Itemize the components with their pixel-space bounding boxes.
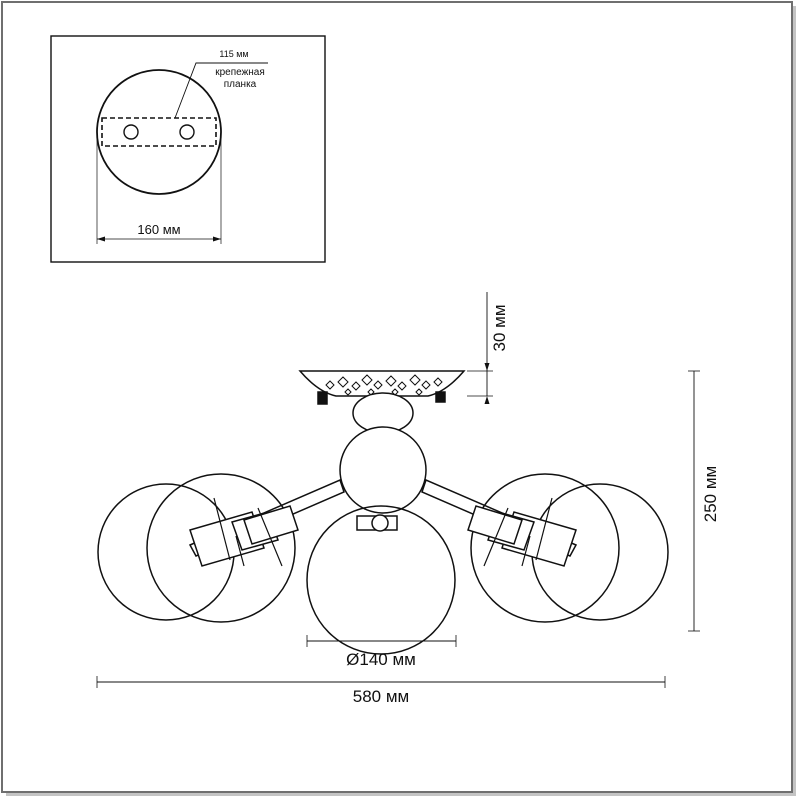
lamp-holder-left	[189, 497, 299, 567]
shade-diameter-label: Ø140 мм	[346, 650, 416, 669]
leader-line	[174, 62, 268, 119]
shade-right	[470, 473, 620, 623]
base-diameter-label: 160 мм	[137, 222, 180, 237]
canopy-foot-right	[435, 391, 446, 403]
canopy	[298, 370, 466, 397]
mount-name-line2: планка	[224, 79, 257, 90]
arrow-canopy-top	[484, 363, 490, 371]
shade-left	[146, 473, 296, 623]
lamp-holder-right	[467, 497, 577, 567]
shade-center	[306, 505, 456, 655]
dimensions-main	[96, 292, 700, 688]
canopy-height-label: 30 мм	[490, 304, 509, 351]
mount-width-label: 115 мм	[219, 49, 248, 59]
inset-frame	[50, 35, 326, 263]
mount-hole-right	[179, 124, 195, 140]
total-height-label: 250 мм	[701, 466, 720, 522]
center-socket	[371, 514, 389, 532]
canopy-foot-left	[317, 391, 328, 405]
total-width-label: 580 мм	[353, 687, 409, 706]
inset-panel: 115 мм крепежная планка 160 мм	[50, 35, 326, 263]
arrow-right	[213, 236, 221, 242]
central-sphere	[339, 426, 427, 514]
arrow-canopy-bottom	[484, 396, 490, 404]
canopy-crystals	[325, 374, 443, 396]
arrow-left	[97, 236, 105, 242]
mount-name-line1: крепежная	[215, 67, 265, 78]
mounting-plate-dashed	[101, 117, 217, 147]
luminaire	[97, 370, 669, 655]
mount-hole-left	[123, 124, 139, 140]
